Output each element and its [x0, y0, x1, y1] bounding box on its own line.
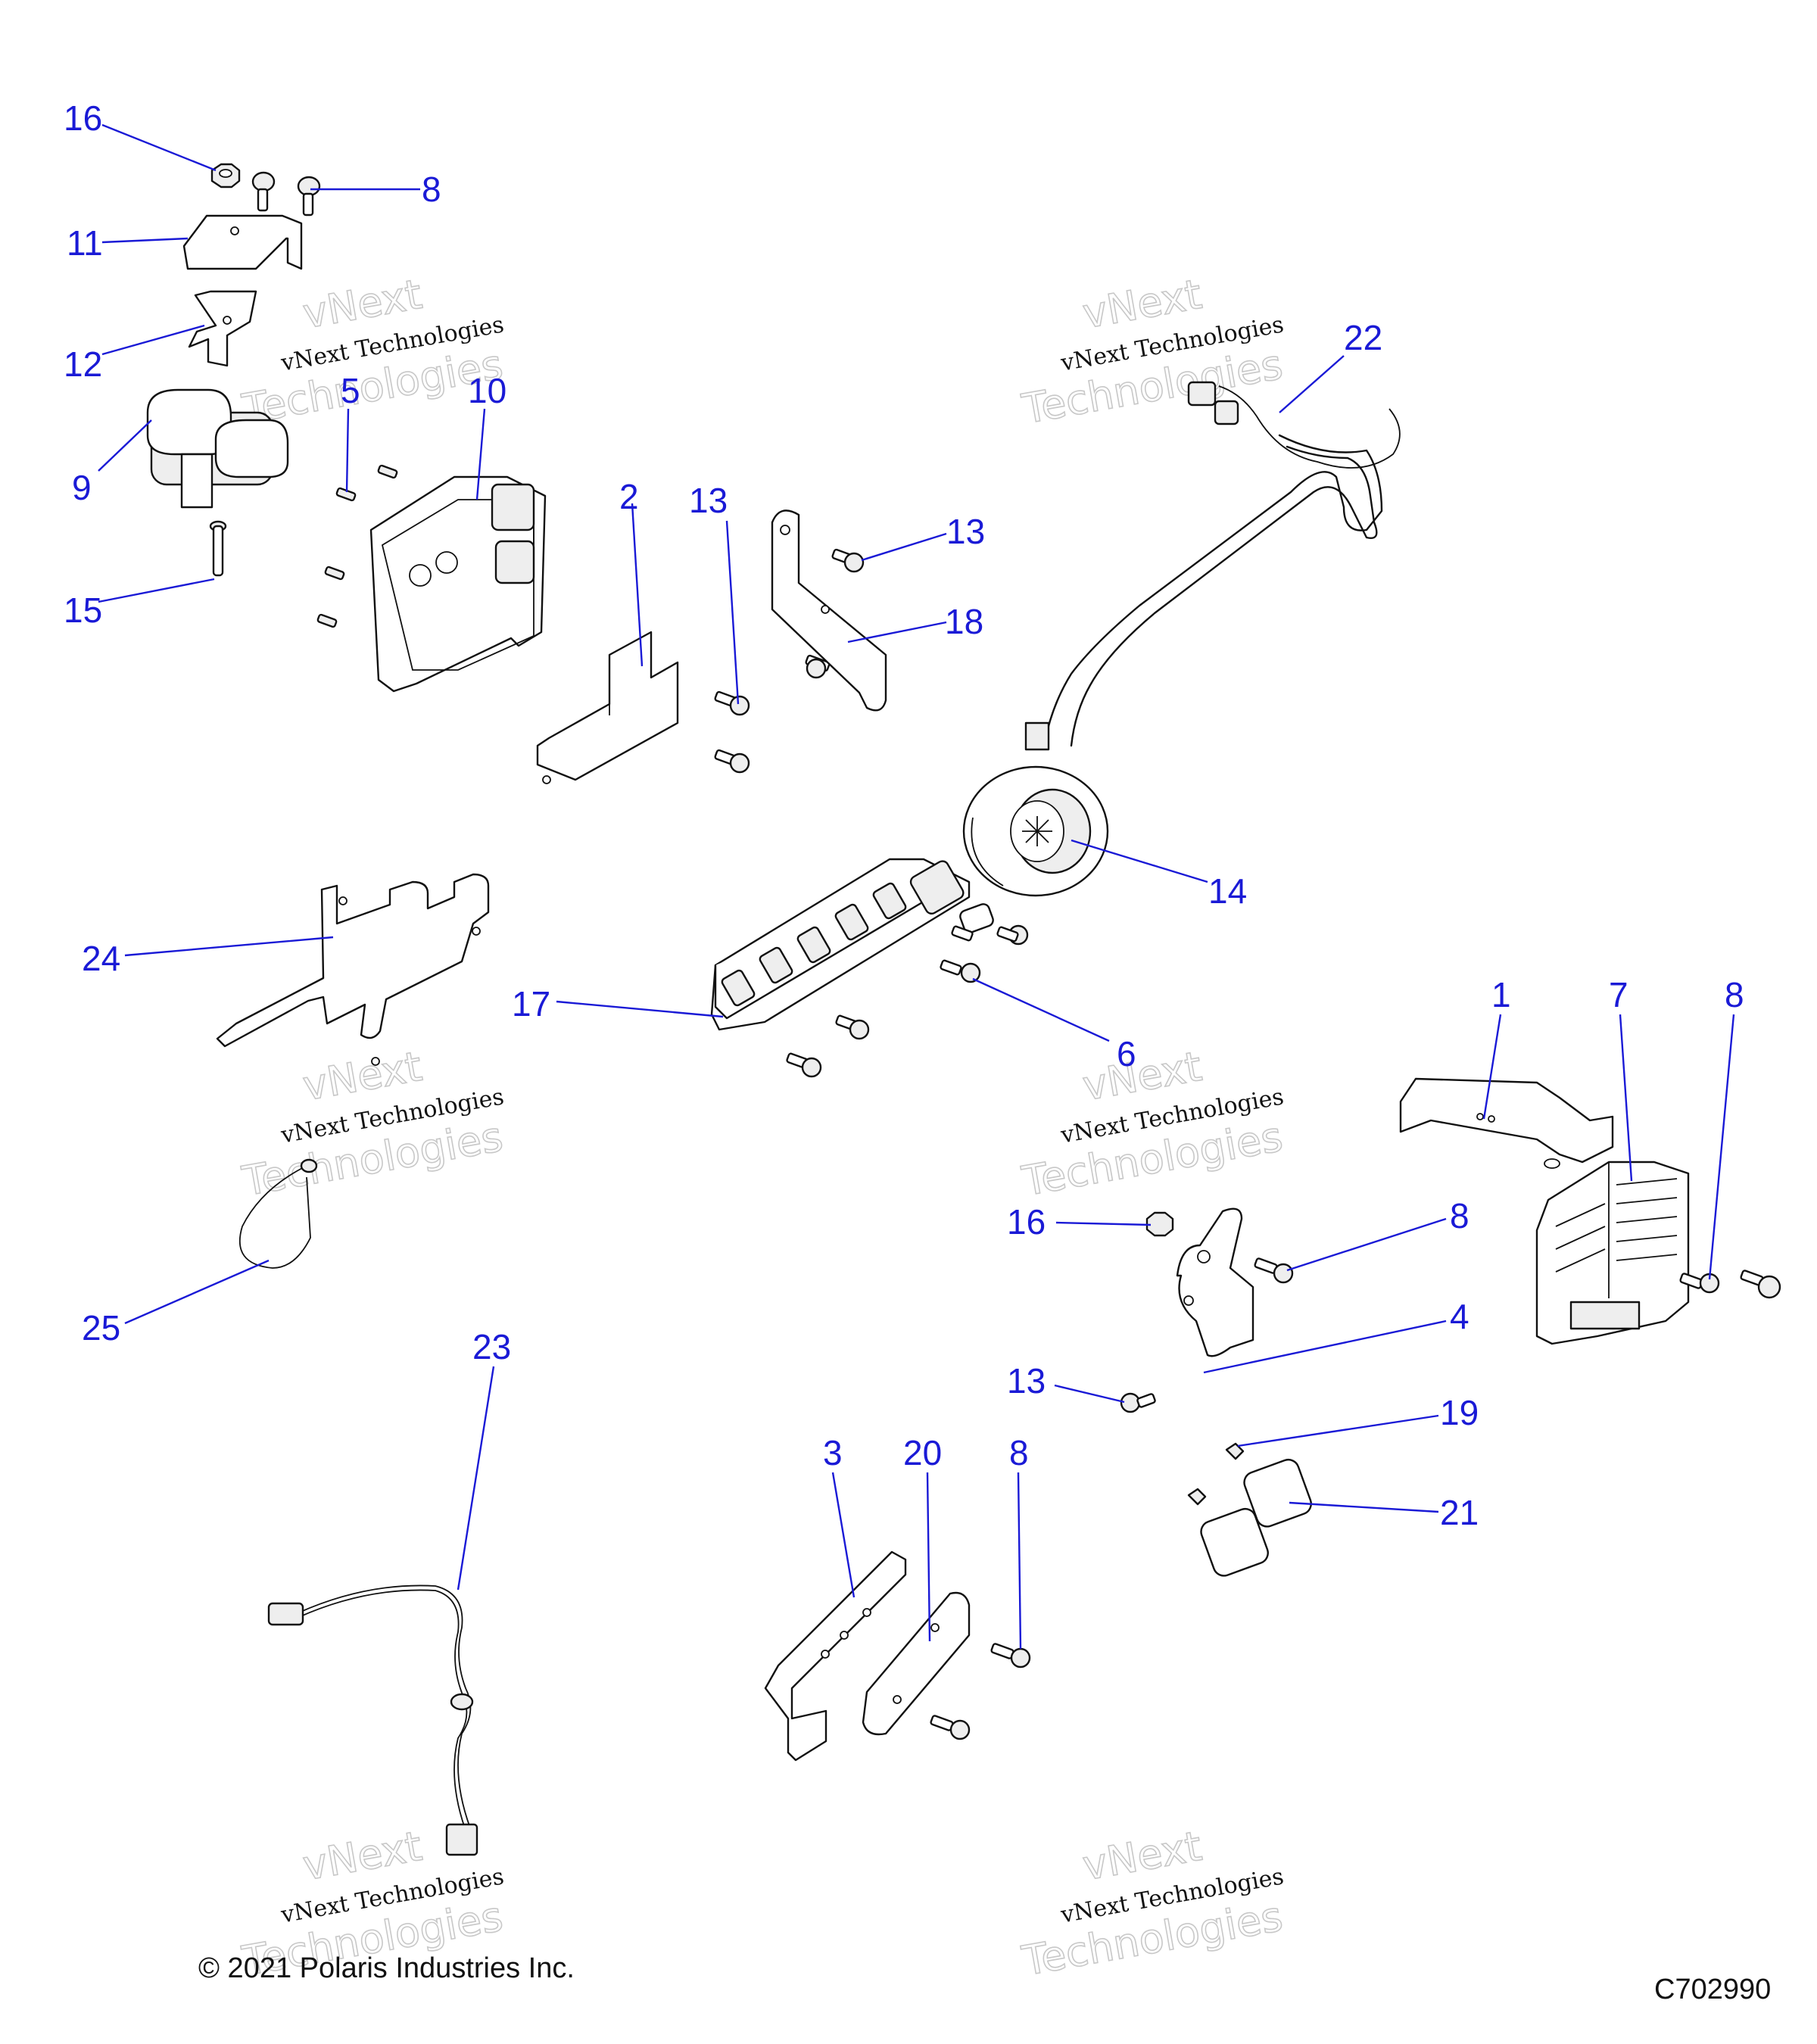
screws-5 [316, 464, 398, 628]
callout-10: 10 [468, 371, 506, 410]
watermark-6: vNext vNext Technologies Technologies [1018, 1821, 1286, 1986]
callout-2: 2 [619, 477, 639, 516]
bracket-2 [536, 631, 679, 784]
screws-8-lower [930, 1643, 1031, 1740]
callout-15: 15 [64, 590, 102, 630]
callout-13-right: 13 [946, 512, 985, 551]
callout-5: 5 [341, 371, 360, 410]
harness-23 [267, 1584, 478, 1856]
horn-14 [962, 721, 1109, 897]
nut-16-top [210, 163, 241, 189]
callout-13-mid: 13 [689, 481, 728, 520]
zip-tie-25 [238, 1158, 318, 1269]
relays-21 [1187, 1442, 1312, 1577]
leader-lines [98, 123, 1735, 1650]
bracket-4 [1176, 1207, 1254, 1357]
callout-9: 9 [72, 468, 92, 507]
bracket-18 [771, 509, 887, 712]
regulator-7 [1535, 1161, 1690, 1345]
bracket-24 [216, 873, 490, 1066]
clip-12 [188, 290, 257, 367]
screw-pair-top [251, 171, 321, 217]
callout-19: 19 [1440, 1393, 1479, 1432]
callout-6: 6 [1117, 1034, 1136, 1073]
callout-23: 23 [472, 1327, 511, 1366]
copyright-text: © 2021 Polaris Industries Inc. [198, 1952, 575, 1984]
callout-21: 21 [1440, 1493, 1479, 1532]
callout-8-mid: 8 [1450, 1196, 1469, 1235]
ecu-10 [369, 475, 547, 693]
callout-16-lower: 16 [1007, 1202, 1046, 1242]
callout-11: 11 [67, 223, 103, 263]
bracket-1 [1399, 1077, 1614, 1169]
fuse-block-17 [710, 858, 994, 1031]
watermark-3: vNext vNext Technologies Technologies [238, 1042, 506, 1206]
bracket-11 [182, 214, 303, 270]
callout-16-top: 16 [64, 98, 102, 138]
callout-8-right: 8 [1725, 975, 1744, 1014]
callout-4: 4 [1450, 1297, 1469, 1336]
screws-13-mid [714, 548, 865, 774]
callout-12: 12 [64, 344, 102, 384]
callout-18: 18 [945, 602, 983, 641]
bracket-3 [764, 1550, 907, 1762]
drawing-number: C702990 [1654, 1974, 1771, 2005]
screw-13-lower [1120, 1392, 1156, 1413]
plate-20 [862, 1591, 971, 1736]
callout-24: 24 [82, 939, 120, 978]
watermark-2: vNext vNext Technologies Technologies [1018, 270, 1286, 434]
screw-8-mid [1254, 1257, 1294, 1284]
callout-3: 3 [823, 1433, 843, 1472]
harness-22 [1043, 381, 1401, 747]
callout-17: 17 [512, 984, 550, 1024]
callout-22: 22 [1344, 318, 1382, 357]
callout-25: 25 [82, 1308, 120, 1348]
callout-8-lower: 8 [1009, 1433, 1029, 1472]
bolt-15 [209, 520, 227, 577]
screws-6 [786, 924, 1029, 1078]
callout-8-top: 8 [422, 170, 441, 209]
nut-16-lower [1145, 1211, 1174, 1237]
ignition-coil-9 [146, 388, 289, 509]
callout-20: 20 [903, 1433, 942, 1472]
watermark-4: vNext vNext Technologies Technologies [1018, 1042, 1286, 1206]
screws-8-right [1679, 1270, 1781, 1299]
callout-7: 7 [1609, 975, 1628, 1014]
callout-14: 14 [1208, 871, 1247, 911]
callout-13-lower: 13 [1007, 1361, 1046, 1401]
callout-1: 1 [1491, 975, 1511, 1014]
